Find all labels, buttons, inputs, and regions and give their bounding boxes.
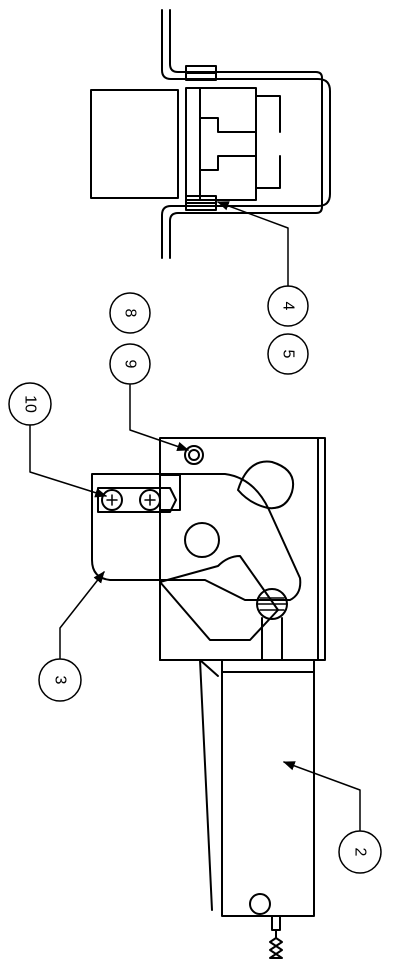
callout-number: 2 <box>352 848 369 857</box>
callout-circle <box>109 343 151 385</box>
base-plate-step <box>159 659 219 677</box>
callout-number: 3 <box>52 676 69 685</box>
callout-circle <box>267 285 309 327</box>
callout-2: 2 <box>338 830 382 874</box>
screw-cross <box>106 494 118 506</box>
hinge-bracket-assembly <box>90 9 331 259</box>
callout-number: 5 <box>280 350 297 359</box>
pivot-hole <box>184 522 220 558</box>
callout-circle <box>8 382 52 426</box>
pneumatic-cylinder <box>221 659 315 917</box>
callout-9: 9 <box>109 343 151 385</box>
callout-circle <box>267 333 309 375</box>
leader-lines <box>29 201 361 831</box>
latch-assembly <box>91 437 326 959</box>
side-rail <box>199 659 213 911</box>
leader-9 <box>129 384 190 452</box>
leader-3 <box>59 571 105 659</box>
callout-circle <box>38 658 82 702</box>
callout-4: 4 <box>267 285 309 327</box>
callout-number: 9 <box>122 360 139 369</box>
cylinder-port <box>249 893 271 915</box>
screw-slot-plate <box>97 487 177 513</box>
cam-slot <box>237 460 294 510</box>
hook-tab <box>159 474 181 511</box>
roller-grooves <box>257 597 287 611</box>
base-plate <box>159 437 326 661</box>
callout-number: 10 <box>22 395 39 413</box>
callout-5: 5 <box>267 333 309 375</box>
callout-number: 4 <box>280 302 297 311</box>
wire-bracket-inner <box>169 9 323 259</box>
wire-bracket <box>161 9 331 259</box>
piston-rod <box>261 617 283 661</box>
callout-3: 3 <box>38 658 82 702</box>
hinge-panel <box>185 87 257 201</box>
callout-circle <box>338 830 382 874</box>
leader-2 <box>282 761 361 831</box>
pin-inner <box>188 449 200 461</box>
roller-icon <box>256 588 288 620</box>
callout-circle <box>109 292 151 334</box>
screw-icon <box>139 489 161 511</box>
hinge-knuckle-detail <box>199 117 257 133</box>
lever-arm <box>159 555 279 641</box>
leader-4 <box>216 201 289 287</box>
callout-number: 8 <box>122 309 139 318</box>
hose-barb-icon <box>269 915 283 959</box>
callout-10: 10 <box>8 382 52 426</box>
screw-cross <box>144 494 156 506</box>
hinge-knuckle-right <box>255 95 281 189</box>
callout-8: 8 <box>109 292 151 334</box>
latch-body <box>91 473 302 601</box>
screw-icon <box>101 489 123 511</box>
housing-block <box>90 89 179 199</box>
hinge-knuckle-detail-lower <box>199 155 257 171</box>
leader-10 <box>29 424 108 498</box>
pin-icon <box>184 445 204 465</box>
